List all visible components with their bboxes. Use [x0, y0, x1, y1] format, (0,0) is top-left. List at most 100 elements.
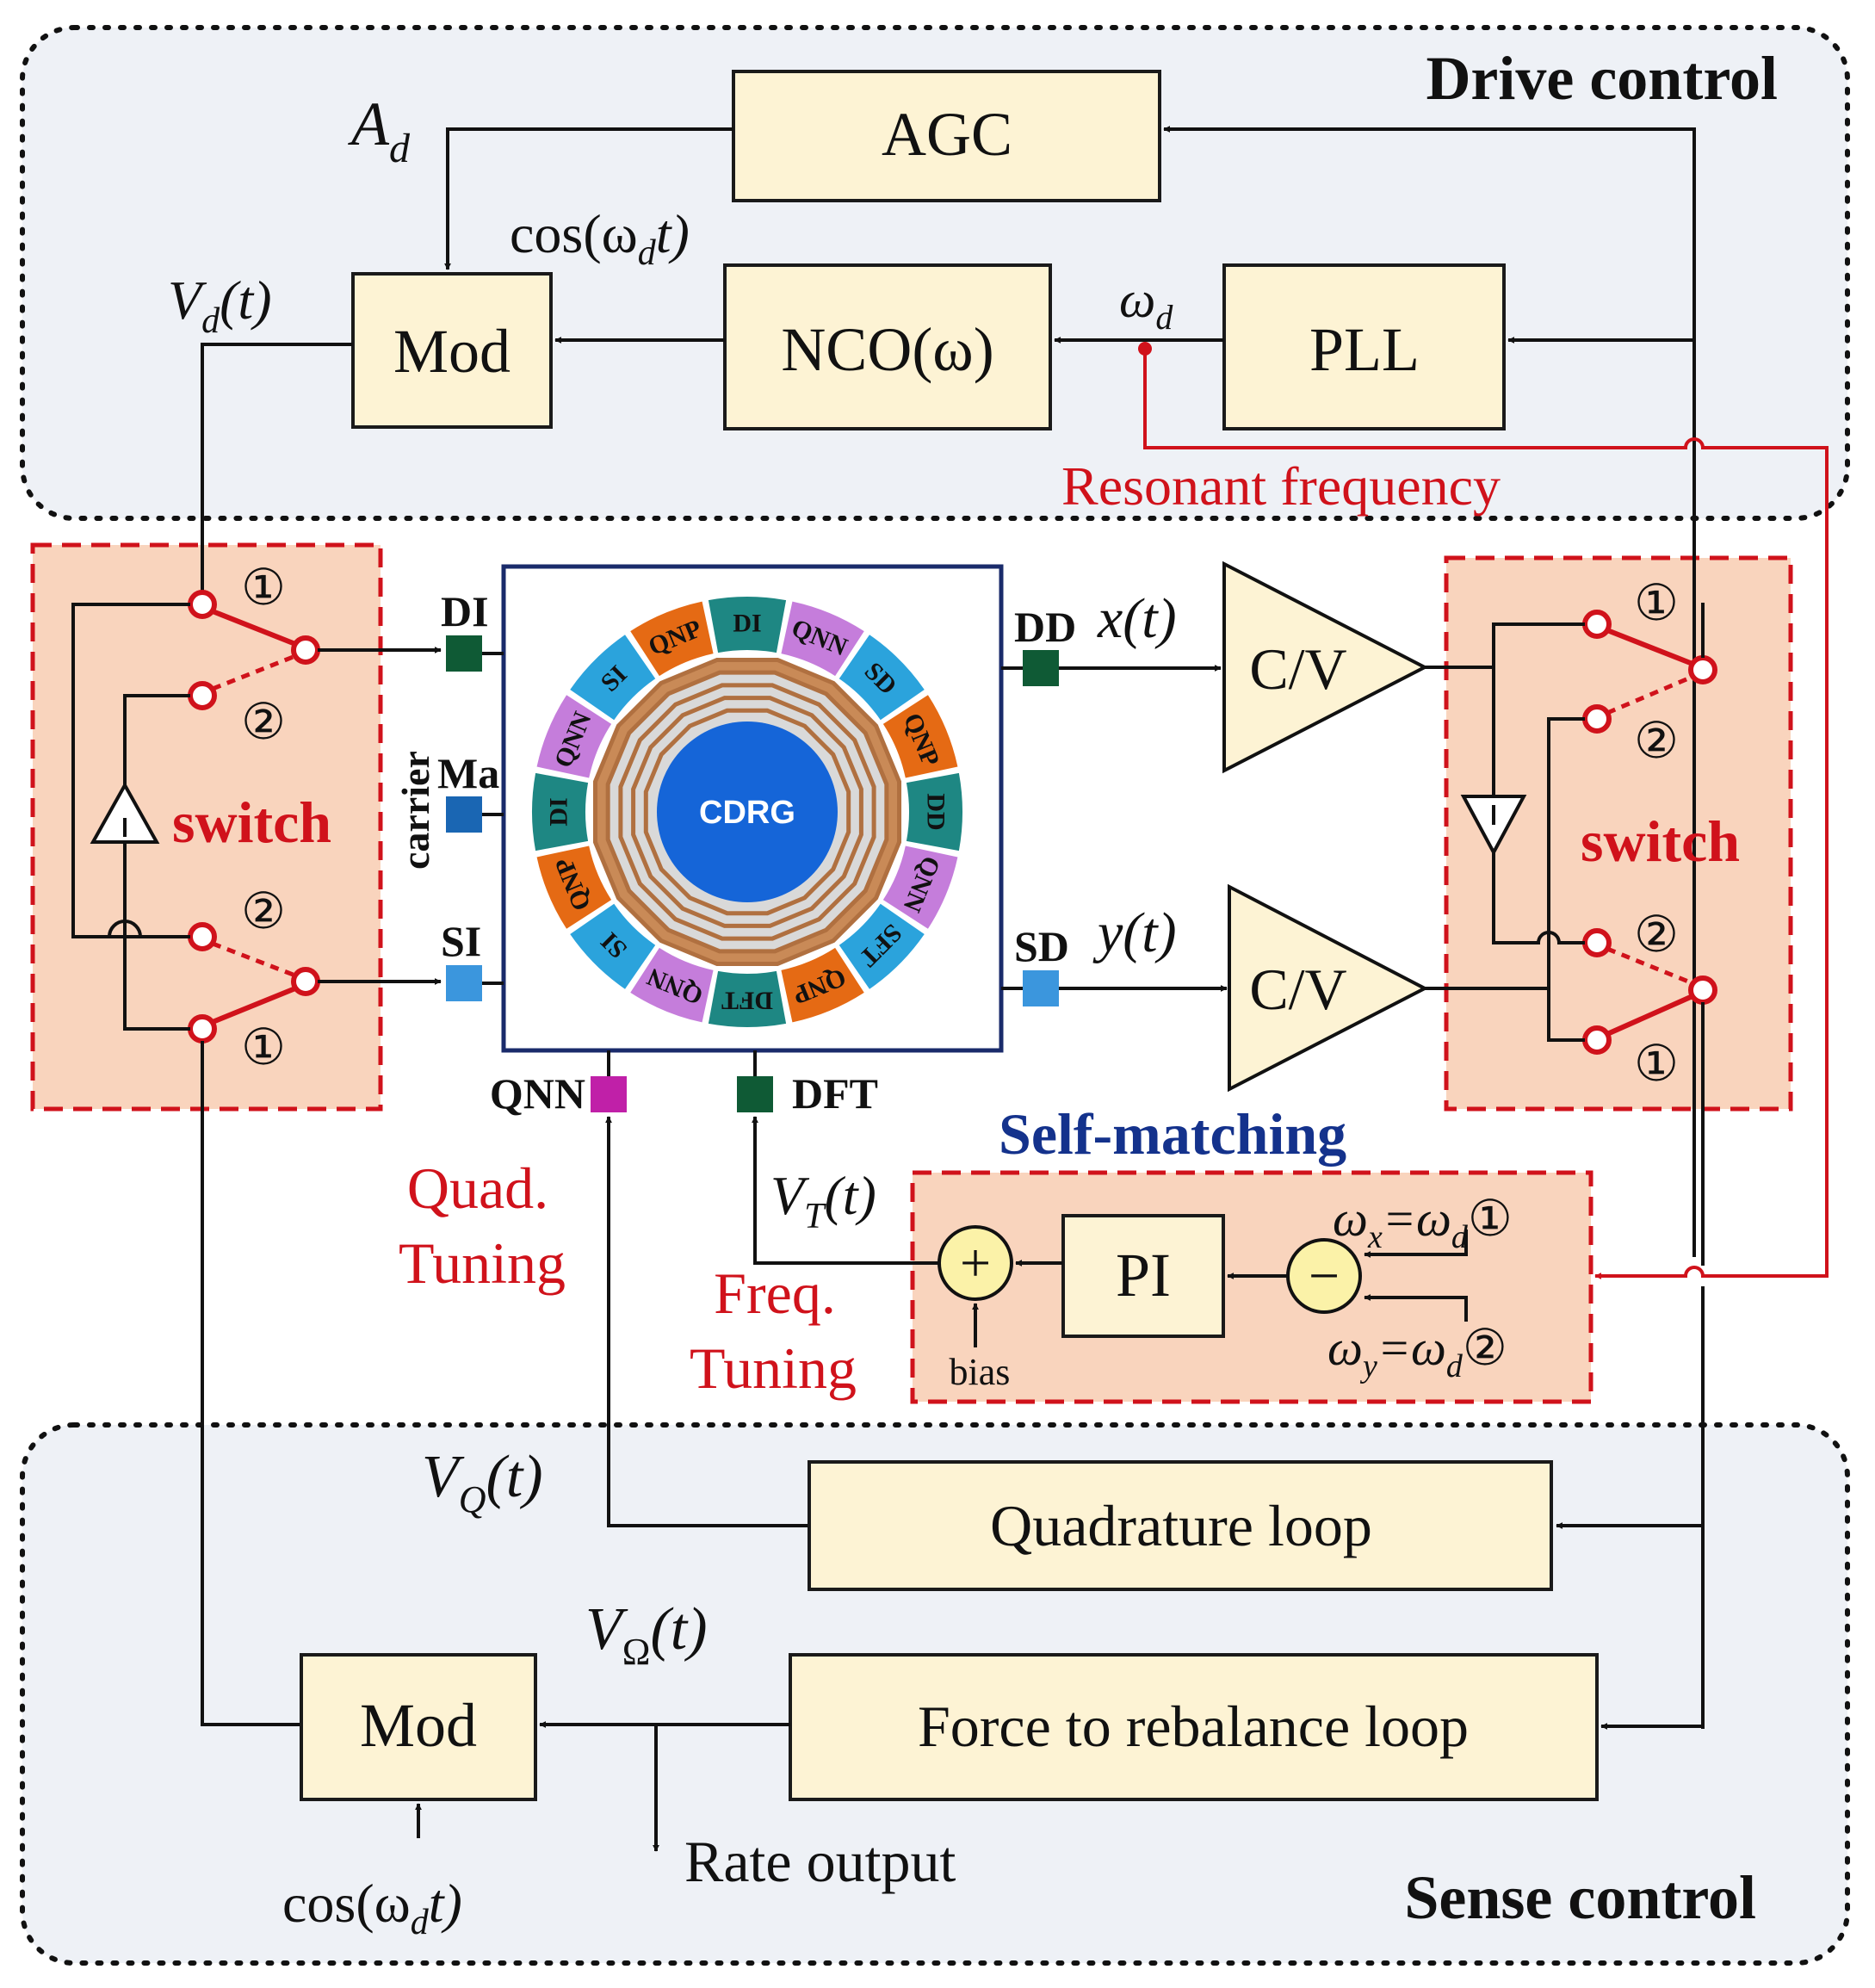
pin-sd-label: SD: [1014, 922, 1069, 970]
ring-core: [657, 722, 838, 902]
pi-block: [1061, 1214, 1225, 1338]
vo-label: VΩ(t): [585, 1596, 708, 1673]
left-switch-bot-common: [291, 967, 320, 996]
right-pos1-bot: ①: [1634, 1036, 1679, 1092]
right-switch-top-common: [1688, 655, 1717, 684]
right-switch-top-contact2: [1582, 704, 1612, 734]
left-switch-group: [188, 590, 320, 1044]
bias-label: bias: [950, 1351, 1011, 1393]
vq-label: VQ(t): [422, 1444, 543, 1520]
wire-agc-feedback: [1163, 126, 1696, 1257]
left-pos2-top: ②: [241, 694, 286, 750]
quad-loop-block: [808, 1460, 1553, 1591]
right-switch-bot-contact2: [1582, 928, 1612, 957]
pin-qnn: [591, 1076, 627, 1112]
left-pos2-bot: ②: [241, 883, 286, 939]
ring-segment: [838, 635, 925, 721]
pin-dd: [1023, 650, 1059, 686]
nco-block: [723, 263, 1052, 430]
wire-quad-to-qnn: [605, 1116, 809, 1527]
resonant-frequency-label: Resonant frequency: [1061, 455, 1501, 517]
right-switch-label: switch: [1581, 808, 1740, 874]
ring-segment: [532, 772, 589, 852]
wire-cvx-to-switch: [1425, 622, 1585, 669]
xt-label: x(t): [1097, 587, 1177, 650]
pin-ma-label: Ma: [437, 749, 499, 797]
pin-si: [446, 965, 482, 1001]
pin-di: [446, 635, 482, 672]
ring-segment: [708, 970, 787, 1027]
mod-top-block: [351, 272, 553, 429]
mod-top-label: Mod: [393, 317, 511, 386]
ring-segment: [906, 772, 962, 852]
ring-segment: [570, 903, 656, 989]
pin-di-label: DI: [441, 587, 489, 635]
vt-label: VT(t): [770, 1165, 876, 1236]
ring-segment: [708, 597, 787, 653]
freq-tuning-label-2: Tuning: [690, 1335, 857, 1401]
mod-bottom-label: Mod: [360, 1691, 477, 1760]
ring-segment: [536, 695, 612, 778]
cdrg-label: CDRG: [699, 795, 795, 831]
carrier-label: carrier: [393, 751, 437, 870]
right-pos1-top: ①: [1634, 575, 1679, 631]
left-switch-inverter-wire: [123, 694, 190, 1031]
pll-label: PLL: [1309, 315, 1420, 384]
left-switch-label: switch: [172, 790, 331, 855]
ring-segment: [630, 601, 714, 677]
wire-wy-input: [1364, 1294, 1468, 1322]
omega-d-label: ωd: [1119, 271, 1173, 337]
left-bridge-mask: [108, 920, 142, 938]
pin-qnn-label: QNN: [490, 1069, 585, 1118]
pin-sd: [1023, 970, 1059, 1006]
pi-label: PI: [1116, 1241, 1171, 1310]
ad-label: Ad: [348, 90, 411, 171]
ring-segment: [570, 635, 656, 721]
left-switch-bot-contact2: [188, 922, 217, 951]
wire-sum-to-dft: [752, 1116, 939, 1265]
ftr-loop-block: [789, 1653, 1599, 1801]
right-switch-top-contact1: [1582, 610, 1612, 639]
pin-si-label: SI: [441, 917, 481, 965]
wy-label: ωy=ωd②: [1327, 1320, 1507, 1384]
cos-top-label: cos(ωdt): [510, 203, 690, 273]
pll-block: [1222, 263, 1506, 430]
left-pos1-top: ①: [241, 560, 286, 616]
ring-segment: [882, 845, 958, 929]
wire-agc-to-mod: [444, 127, 733, 270]
left-switch-top-blade: [211, 609, 297, 647]
wire-cvy-to-switch: [1425, 717, 1585, 1042]
resonant-frequency-wire: [1143, 349, 1829, 1279]
left-switch-bot-contact1: [188, 1014, 217, 1044]
agc-block: [732, 70, 1161, 202]
sum-plus-label: +: [960, 1232, 991, 1293]
wx-label: ωx=ωd①: [1333, 1191, 1513, 1255]
right-pos2-top: ②: [1634, 713, 1679, 769]
pin-ma: [446, 796, 482, 833]
pin-dft: [737, 1076, 773, 1112]
rate-output-label: Rate output: [684, 1829, 956, 1894]
left-switch-bot-blade: [211, 986, 297, 1025]
freq-tuning-label-1: Freq.: [714, 1260, 836, 1326]
sum-minus-label: −: [1309, 1245, 1340, 1306]
right-switch-bot-contact1: [1582, 1025, 1612, 1055]
ftr-loop-label: Force to rebalance loop: [918, 1694, 1469, 1759]
right-switch-bot-blade: [1606, 994, 1694, 1037]
wire-left-bottom-to-sense: [201, 1041, 301, 1726]
cv-y-amp: [1228, 883, 1429, 1093]
left-switch-top-contact2: [188, 681, 217, 710]
ring-segment: [838, 903, 925, 989]
mod-bottom-block: [300, 1653, 537, 1801]
yt-label: y(t): [1092, 901, 1177, 964]
left-pos1-bot: ①: [241, 1019, 286, 1075]
cos-bottom-label: cos(ωdt): [282, 1873, 462, 1942]
vd-label: Vd(t): [168, 269, 272, 341]
ring-segment-label: DI: [545, 797, 573, 826]
ring-segment: [630, 947, 714, 1023]
wire-wx-input: [1364, 1229, 1468, 1258]
sense-control-title: Sense control: [1404, 1863, 1756, 1932]
left-inverter-icon: [90, 781, 160, 844]
cv-x-label: C/V: [1249, 636, 1346, 702]
left-switch-wires: [71, 603, 190, 938]
